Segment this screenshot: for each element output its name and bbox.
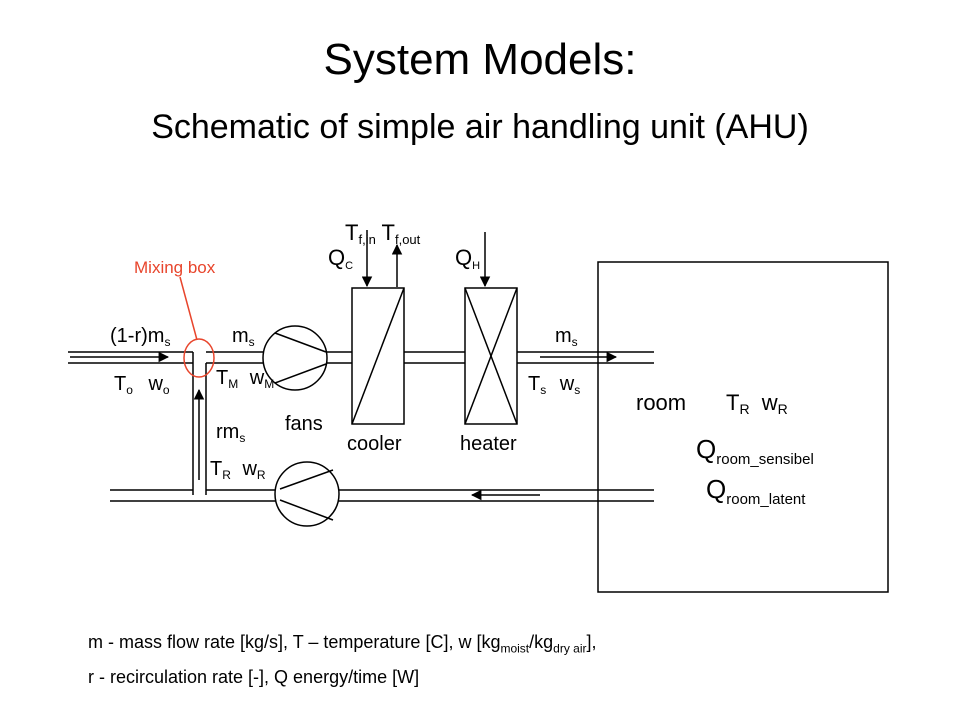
cooler-coil <box>351 287 405 425</box>
supply-fan <box>262 325 328 391</box>
cooler-q-label: QC <box>328 245 353 272</box>
mixing-box-label: Mixing box <box>134 258 216 277</box>
legend-line-2: r - recirculation rate [-], Q energy/tim… <box>88 666 420 687</box>
heater-coil <box>464 287 518 425</box>
recirc-flow-label: rms <box>216 421 245 445</box>
heater-label: heater <box>460 433 517 455</box>
legend: m - mass flow rate [kg/s], T – temperatu… <box>88 628 597 691</box>
mixed-flow-label: ms <box>232 325 255 349</box>
coil-arrows <box>361 230 491 288</box>
return-fan <box>274 461 340 527</box>
flow-arrows <box>70 351 618 501</box>
cooler-label: cooler <box>347 433 402 455</box>
page-title: System Models: <box>323 35 637 84</box>
supply-flow-label: ms <box>555 325 578 349</box>
page-subtitle: Schematic of simple air handling unit (A… <box>151 108 809 146</box>
room-label: room <box>636 390 686 415</box>
mixing-box-pointer <box>179 276 198 341</box>
legend-line-1: m - mass flow rate [kg/s], T – temperatu… <box>88 632 597 656</box>
room-box <box>597 261 889 593</box>
room-state-label: TR wR <box>726 390 788 419</box>
mixed-state-label: TM wM <box>216 367 274 393</box>
cooler-fluid-label: Tf,in Tf,out <box>345 220 421 249</box>
mixing-box-highlight <box>183 338 215 378</box>
inlet-state-label: To wo <box>114 373 170 399</box>
fans-label: fans <box>285 413 323 435</box>
supply-state-label: Ts ws <box>528 373 580 399</box>
inlet-flow-label: (1-r)ms <box>110 325 170 349</box>
return-state-label: TR wR <box>210 458 266 484</box>
room-sensible-label: Qroom_sensibel <box>696 434 814 468</box>
heater-q-label: QH <box>455 245 480 272</box>
return-duct <box>110 489 654 502</box>
room-latent-label: Qroom_latent <box>706 474 806 508</box>
